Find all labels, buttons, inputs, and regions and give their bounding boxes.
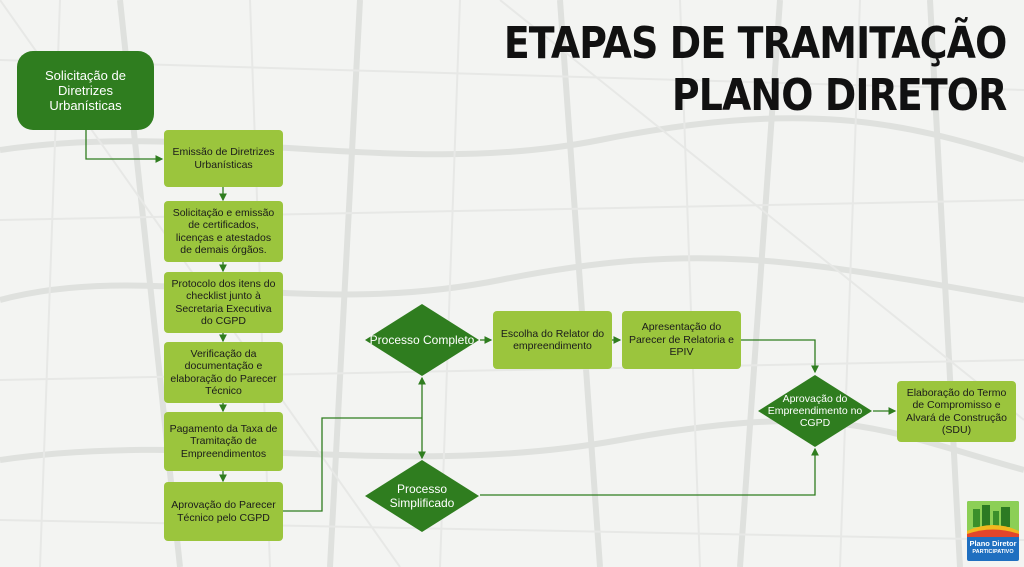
- connector-start-emissao: [85, 130, 164, 163]
- diamond-shape: [758, 375, 872, 447]
- page-title: ETAPAS DE TRAMITAÇÃO PLANO DIRETOR: [503, 18, 1006, 122]
- node-apresentacao-parecer: Apresentação do Parecer de Relatoria e E…: [622, 311, 741, 369]
- connector-apresentacao-aprovacao: [741, 339, 819, 374]
- decision-label: Processo Completo: [369, 333, 475, 347]
- decision-processo-completo: Processo Completo: [364, 303, 480, 377]
- title-line-1: ETAPAS DE TRAMITAÇÃO: [503, 18, 1006, 69]
- node-aprovacao-empreendimento: Aprovação do Empreendimento no CGPD: [757, 374, 873, 448]
- plano-diretor-logo: Plano Diretor PARTICIPATIVO: [967, 501, 1019, 561]
- node-aprovacao-parecer: Aprovação do Parecer Técnico pelo CGPD: [164, 482, 283, 541]
- node-solicitacao-certificados: Solicitação e emissão de certificados, l…: [164, 201, 283, 262]
- node-emissao-diretrizes: Emissão de Diretrizes Urbanísticas: [164, 130, 283, 187]
- node-escolha-relator: Escolha do Relator do empreendimento: [493, 311, 612, 369]
- title-line-2: PLANO DIRETOR: [671, 70, 1006, 121]
- diamond-shape: [365, 460, 479, 532]
- decision-processo-simplificado: Processo Simplificado: [364, 459, 480, 533]
- logo-line-2: PARTICIPATIVO: [972, 549, 1014, 555]
- node-verificacao-documentacao: Verificação da documentação e elaboração…: [164, 342, 283, 403]
- node-pagamento-taxa: Pagamento da Taxa de Tramitação de Empre…: [164, 412, 283, 471]
- connector-aprovacao-processos: [283, 417, 422, 512]
- connector-simplificado-aprovacao: [480, 447, 819, 496]
- decision-label: Processo Simplificado: [389, 482, 455, 510]
- node-elaboracao-termo: Elaboração do Termo de Compromisso e Alv…: [897, 381, 1016, 442]
- node-solicitacao-diretrizes: Solicitação de Diretrizes Urbanísticas: [17, 51, 154, 130]
- logo-line-1: Plano Diretor: [969, 539, 1017, 548]
- decision-label: Aprovação do Empreendimento no CGPD: [767, 393, 863, 429]
- diamond-shape: [365, 304, 479, 376]
- city-skyline-icon: [967, 501, 1019, 537]
- node-protocolo-checklist: Protocolo dos itens do checklist junto à…: [164, 272, 283, 333]
